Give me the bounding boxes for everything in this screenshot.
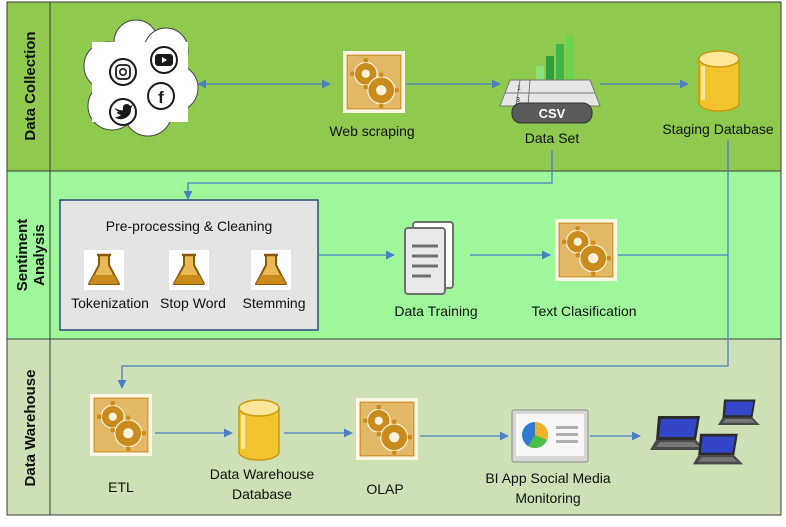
csv-dataset-icon: 1 3 CSV — [499, 36, 601, 124]
dw-db-label-2: Database — [232, 486, 292, 502]
csv-badge: CSV — [539, 106, 566, 121]
youtube-icon — [150, 46, 178, 74]
lane-label-collection: Data Collection — [22, 31, 39, 140]
lane-label-warehouse: Data Warehouse — [22, 370, 39, 487]
instagram-icon — [109, 58, 137, 86]
olap-icon — [356, 398, 418, 460]
arrow-staging-to-etl — [117, 140, 729, 389]
bi-app-monitor-icon — [511, 409, 589, 463]
social-media-cloud: f — [83, 19, 199, 137]
tokenization-flask-icon — [84, 250, 124, 290]
olap-label: OLAP — [366, 481, 403, 497]
data-training-docs-icon — [403, 220, 455, 296]
web-scraping-label: Web scraping — [329, 123, 414, 139]
step-stemming: Stemming — [242, 295, 305, 311]
staging-database-label: Staging Database — [662, 121, 774, 137]
data-warehouse-db-icon — [237, 399, 281, 461]
web-scraping-icon — [343, 51, 405, 113]
text-classification-label: Text Clasification — [531, 303, 636, 319]
svg-text:1: 1 — [517, 85, 521, 92]
step-tokenization: Tokenization — [71, 295, 149, 311]
lane-label-sentiment-2: Analysis — [31, 224, 48, 286]
svg-text:3: 3 — [516, 97, 520, 104]
bi-app-label-1: BI App Social Media — [485, 470, 611, 486]
bi-app-label-2: Monitoring — [515, 490, 580, 506]
twitter-icon — [109, 98, 137, 126]
facebook-icon: f — [147, 82, 175, 110]
data-training-label: Data Training — [394, 303, 477, 319]
preprocessing-title: Pre-processing & Cleaning — [106, 218, 273, 234]
stemming-flask-icon — [251, 250, 291, 290]
lane-label-sentiment-1: Sentiment — [14, 219, 31, 292]
dw-db-label-1: Data Warehouse — [210, 466, 315, 482]
etl-icon — [90, 394, 152, 456]
data-set-label: Data Set — [525, 130, 580, 146]
text-classification-icon — [555, 219, 617, 281]
svg-text:f: f — [158, 88, 164, 107]
staging-database-icon — [697, 50, 741, 112]
etl-label: ETL — [108, 479, 134, 495]
arrow-dataset-to-preprocessing — [183, 150, 553, 200]
step-stop-word: Stop Word — [160, 295, 226, 311]
stop-word-flask-icon — [169, 250, 209, 290]
